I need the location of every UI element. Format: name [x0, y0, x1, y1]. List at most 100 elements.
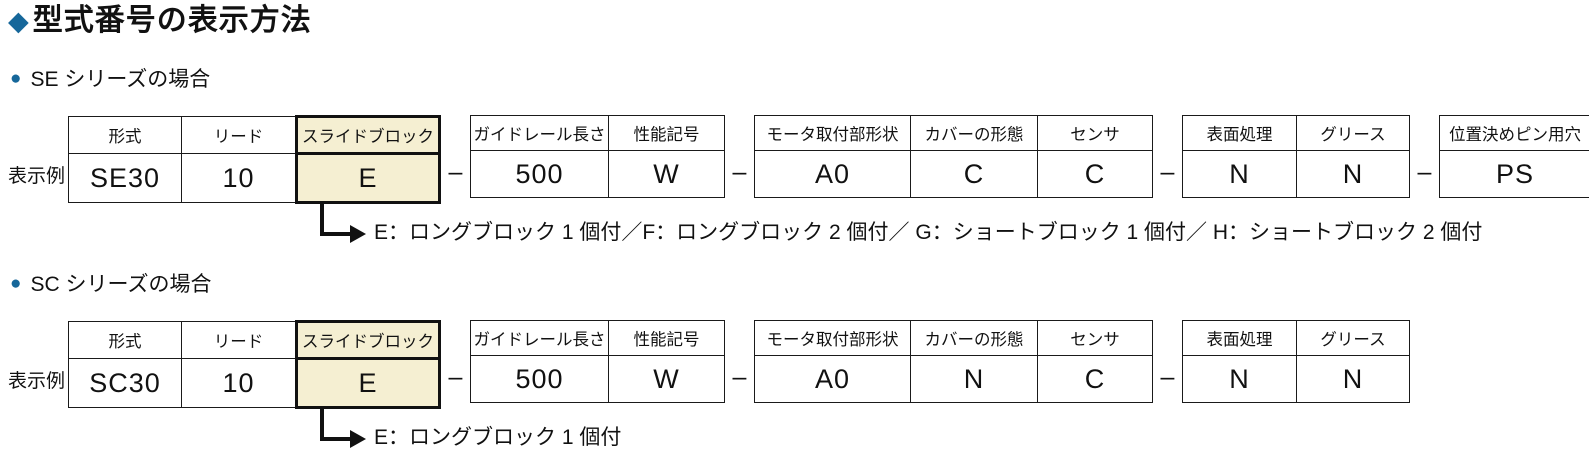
- group-separator-dash: –: [441, 149, 470, 195]
- header-row: 形式リードスライドブロック: [69, 322, 440, 359]
- column-header-cell: スライドブロック: [297, 322, 440, 359]
- header-row: 表面処理グリース: [1183, 321, 1410, 356]
- value-row: PS: [1440, 151, 1589, 198]
- value-cell: A0: [755, 151, 911, 198]
- value-cell: N: [1183, 356, 1297, 403]
- column-header-cell: カバーの形態: [911, 321, 1038, 356]
- section-heading-text: SE シリーズの場合: [30, 63, 210, 93]
- circle-bullet-icon: ●: [10, 69, 21, 88]
- group-separator-dash: –: [1410, 149, 1439, 195]
- value-cell: N: [911, 356, 1038, 403]
- column-header-cell: モータ取付部形状: [755, 321, 911, 356]
- arrowhead-icon: [350, 430, 366, 448]
- value-cell: 10: [182, 154, 297, 203]
- value-cell: 500: [471, 151, 609, 198]
- column-header-cell: ガイドレール長さ: [471, 321, 609, 356]
- value-cell: E: [297, 359, 440, 408]
- column-header-cell: スライドブロック: [297, 117, 440, 154]
- value-cell: 500: [471, 356, 609, 403]
- slide-block-note: E：ロングブロック 1 個付: [320, 409, 1589, 441]
- section-heading: ● SC シリーズの場合: [10, 268, 1589, 298]
- circle-bullet-icon: ●: [10, 274, 21, 293]
- value-cell: A0: [755, 356, 911, 403]
- column-header-cell: カバーの形態: [911, 116, 1038, 151]
- column-header-cell: 形式: [69, 117, 182, 154]
- header-row: 位置決めピン用穴: [1440, 116, 1589, 151]
- header-row: ガイドレール長さ性能記号: [471, 321, 725, 356]
- column-header-cell: 性能記号: [609, 116, 725, 151]
- value-cell: E: [297, 154, 440, 203]
- column-header-cell: センサ: [1038, 116, 1153, 151]
- value-cell: SE30: [69, 154, 182, 203]
- header-row: 表面処理グリース: [1183, 116, 1410, 151]
- column-header-cell: 表面処理: [1183, 321, 1297, 356]
- value-cell: N: [1297, 151, 1410, 198]
- group-separator-dash: –: [441, 354, 470, 400]
- arrowhead-icon: [350, 225, 366, 243]
- value-cell: PS: [1440, 151, 1589, 198]
- section-heading: ● SE シリーズの場合: [10, 63, 1589, 93]
- header-row: モータ取付部形状カバーの形態センサ: [755, 321, 1153, 356]
- header-row: ガイドレール長さ性能記号: [471, 116, 725, 151]
- diamond-icon: ◆: [8, 8, 30, 35]
- section-heading-text: SC シリーズの場合: [30, 268, 211, 298]
- column-header-cell: 形式: [69, 322, 182, 359]
- value-cell: W: [609, 356, 725, 403]
- elbow-arrow-icon: [320, 202, 350, 236]
- page-title-text: 型式番号の表示方法: [33, 4, 312, 38]
- column-header-cell: センサ: [1038, 321, 1153, 356]
- column-header-cell: ガイドレール長さ: [471, 116, 609, 151]
- column-header-cell: リード: [182, 322, 297, 359]
- column-header-cell: 表面処理: [1183, 116, 1297, 151]
- column-header-cell: リード: [182, 117, 297, 154]
- group-separator-dash: –: [725, 354, 754, 400]
- header-row: 形式リードスライドブロック: [69, 117, 440, 154]
- value-cell: SC30: [69, 359, 182, 408]
- header-row: モータ取付部形状カバーの形態センサ: [755, 116, 1153, 151]
- value-cell: C: [1038, 356, 1153, 403]
- value-cell: 10: [182, 359, 297, 408]
- value-cell: C: [911, 151, 1038, 198]
- column-header-cell: モータ取付部形状: [755, 116, 911, 151]
- group-separator-dash: –: [1153, 354, 1182, 400]
- group-separator-dash: –: [1153, 149, 1182, 195]
- elbow-arrow-icon: [320, 407, 350, 441]
- column-header-cell: 位置決めピン用穴: [1440, 116, 1589, 151]
- value-cell: N: [1183, 151, 1297, 198]
- row-label: 表示例: [8, 366, 68, 393]
- group-separator-dash: –: [725, 149, 754, 195]
- note-text: E：ロングブロック 1 個付／F：ロングブロック 2 個付／ G：ショートブロッ…: [374, 216, 1482, 246]
- note-text: E：ロングブロック 1 個付: [374, 421, 621, 451]
- column-header-cell: グリース: [1297, 321, 1410, 356]
- row-label: 表示例: [8, 161, 68, 188]
- slide-block-note: E：ロングブロック 1 個付／F：ロングブロック 2 個付／ G：ショートブロッ…: [320, 204, 1589, 236]
- value-cell: N: [1297, 356, 1410, 403]
- value-cell: W: [609, 151, 725, 198]
- value-cell: C: [1038, 151, 1153, 198]
- column-header-cell: 性能記号: [609, 321, 725, 356]
- column-header-cell: グリース: [1297, 116, 1410, 151]
